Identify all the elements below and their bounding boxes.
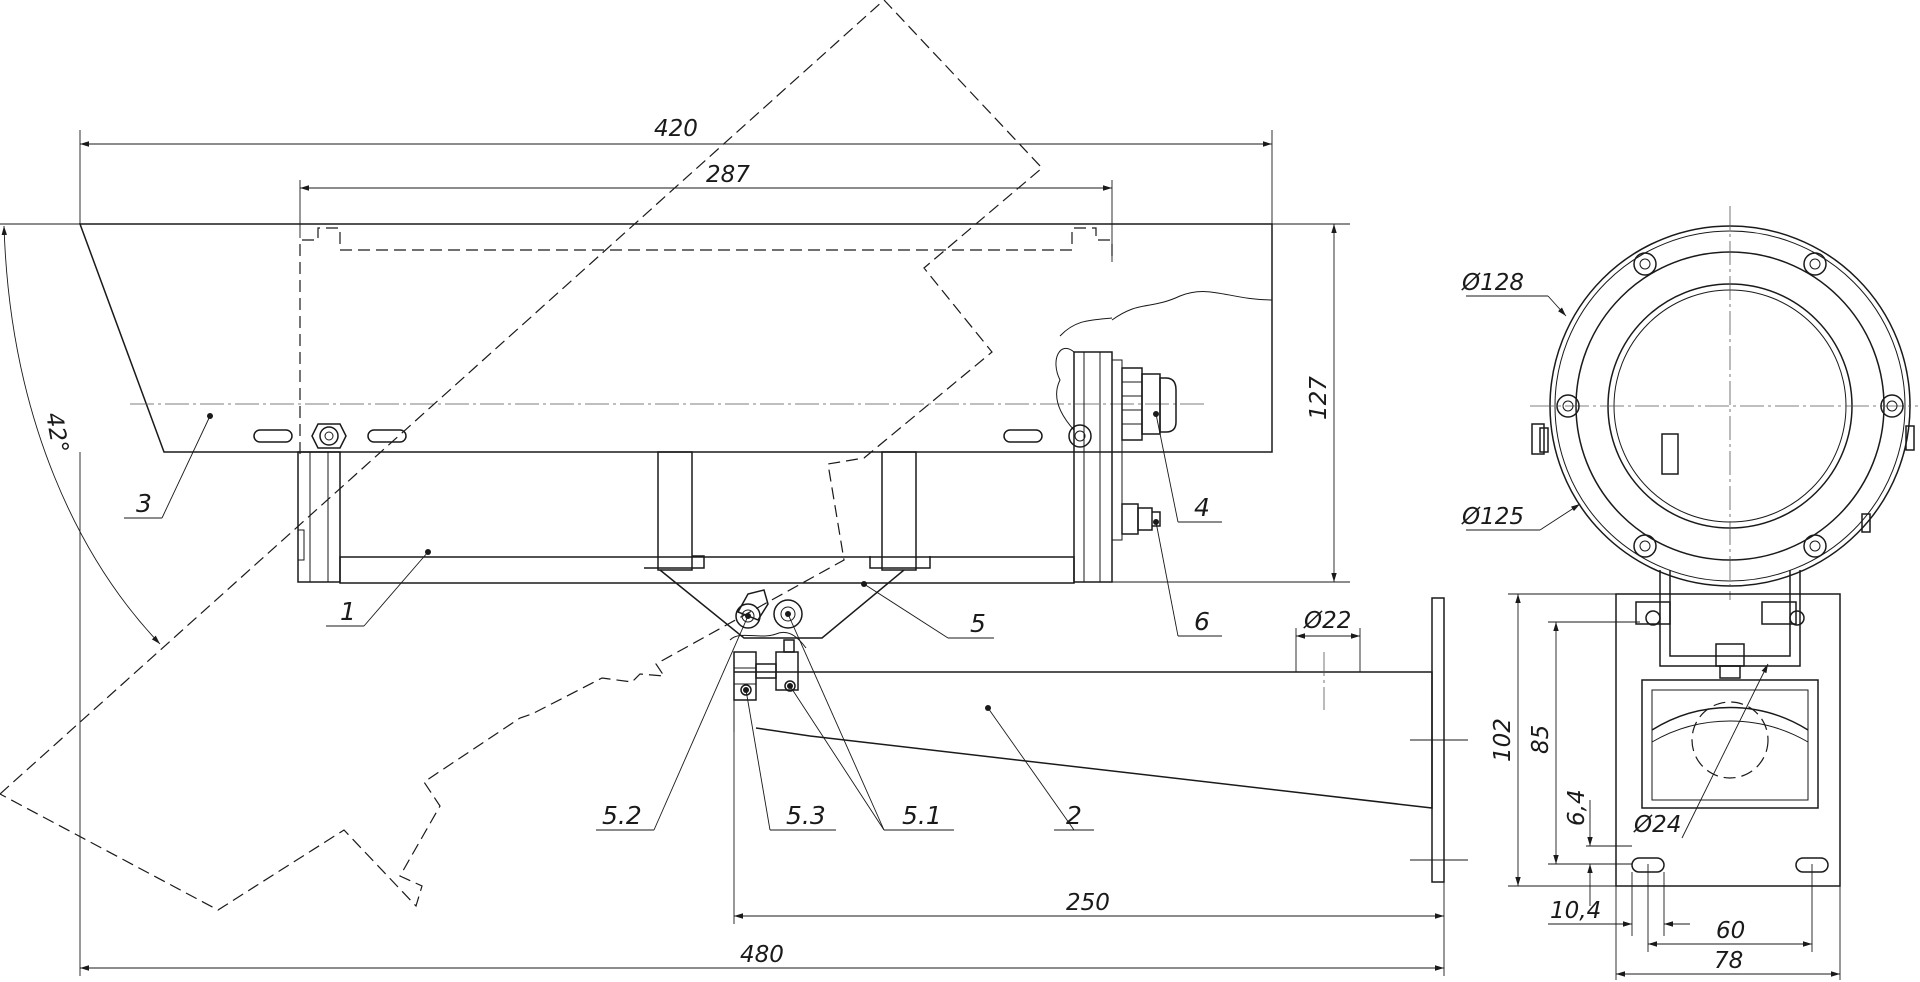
front-mount-plate	[1615, 593, 1841, 887]
dim-10-4: 10,4	[1550, 898, 1601, 924]
wall-arm	[734, 671, 1433, 809]
dim-102: 102	[1490, 718, 1516, 762]
rear-flange	[1073, 351, 1113, 583]
left-clamp	[297, 451, 341, 583]
dim-78: 78	[1714, 948, 1743, 974]
callout-1: 1	[340, 597, 356, 626]
callout-4: 4	[1194, 493, 1210, 522]
grounding-screw	[1121, 503, 1161, 535]
side-view	[0, 0, 1468, 911]
dim-85: 85	[1528, 725, 1554, 754]
break-line	[1111, 291, 1273, 321]
dim-6-4: 6,4	[1564, 789, 1590, 826]
cable-gland	[1121, 367, 1177, 441]
callout-6: 6	[1194, 607, 1210, 636]
dimension-labels: 420 287 127 42° Ø22 250 480 Ø128 Ø125 10…	[40, 116, 1745, 974]
callout-3: 3	[136, 489, 152, 518]
camera-outline-hidden	[299, 227, 1113, 454]
tilted-housing-hidden	[0, 0, 1043, 911]
bracket-triangle	[659, 569, 905, 639]
dim-60: 60	[1716, 918, 1745, 944]
dim-127: 127	[1306, 376, 1332, 420]
callout-labels: 3 1 5 4 6 2 5.2 5.3 5.1	[136, 489, 1210, 830]
callout-2: 2	[1066, 801, 1082, 830]
dimensions	[0, 130, 1841, 980]
front-bolts	[1556, 252, 1904, 558]
dim-480: 480	[740, 942, 784, 968]
dim-125: Ø125	[1461, 504, 1524, 530]
dim-287: 287	[706, 162, 750, 188]
callout-5: 5	[970, 609, 986, 638]
clamp-bolts	[733, 639, 799, 701]
callout-5-1: 5.1	[902, 801, 942, 830]
housing-body	[78, 223, 1273, 453]
dim-24: Ø24	[1633, 812, 1681, 838]
callout-5-2: 5.2	[602, 801, 642, 830]
dim-42: 42°	[40, 411, 73, 456]
dim-250: 250	[1066, 890, 1110, 916]
callout-5-3: 5.3	[786, 801, 826, 830]
callout-leaders	[124, 411, 1222, 831]
dim-420: 420	[654, 116, 698, 142]
adjust-knobs	[729, 589, 807, 649]
dim-22: Ø22	[1303, 608, 1351, 634]
dim-128: Ø128	[1461, 270, 1524, 296]
front-view	[1530, 206, 1918, 887]
mount-plate	[339, 556, 1075, 584]
